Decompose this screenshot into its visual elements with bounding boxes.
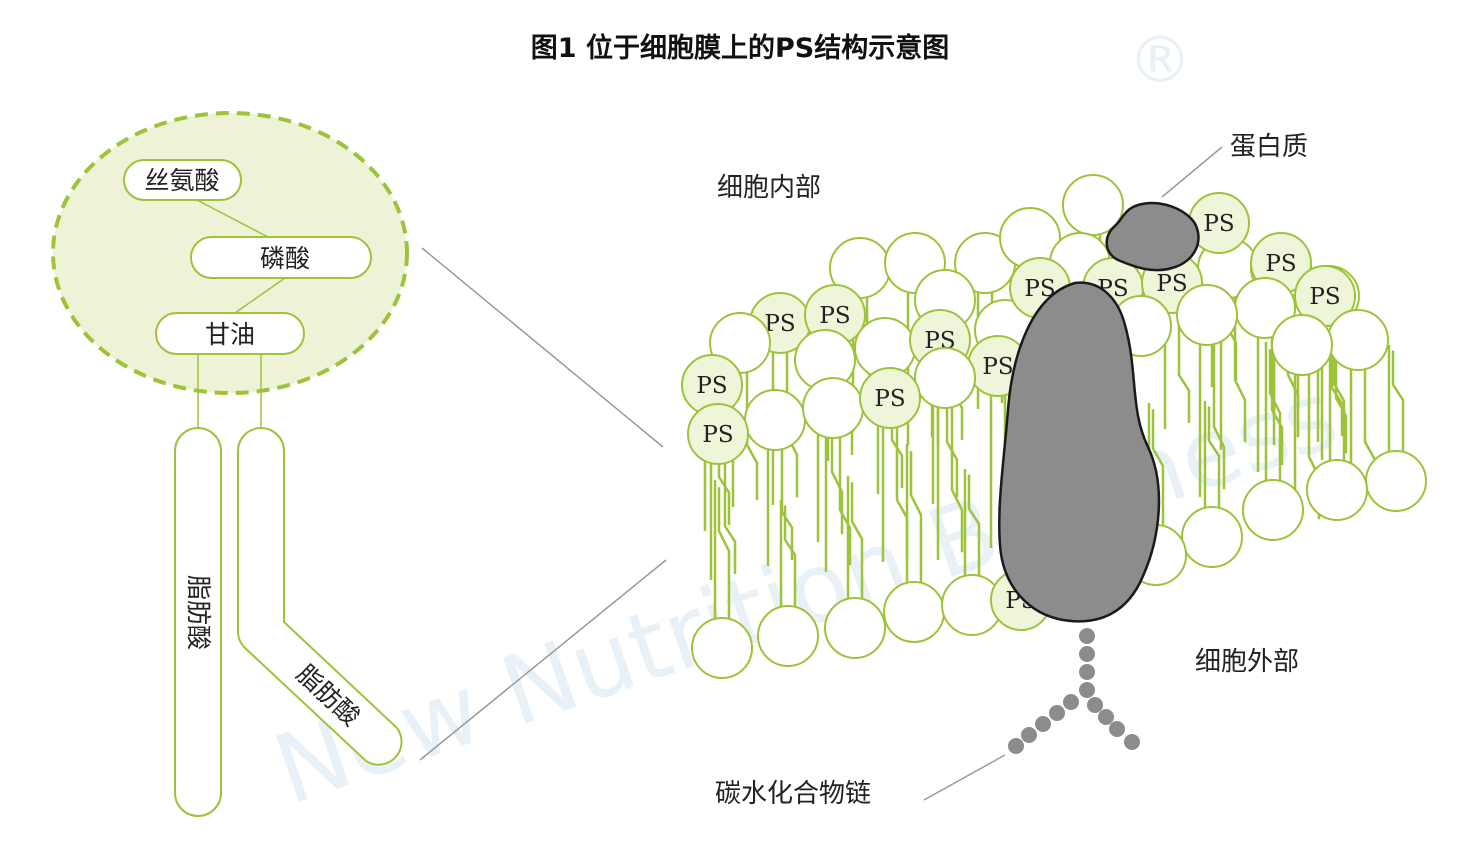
protein-label: 蛋白质: [1230, 132, 1308, 162]
ps-label: PS: [1265, 251, 1296, 277]
tail-kinked: [1207, 406, 1221, 511]
tail-kinked: [1391, 350, 1405, 455]
inner-lipid-head: [802, 377, 864, 439]
carbohydrate-chain-label: 碳水化合物链: [715, 779, 871, 809]
glycerol-label: 甘油: [205, 320, 255, 349]
ps-label: PS: [696, 373, 727, 399]
tail-kinked: [967, 474, 981, 579]
inner-lipid-head: [1327, 309, 1389, 371]
tail-kinked: [838, 434, 852, 566]
serine-label: 丝氨酸: [144, 166, 219, 195]
ps-label: PS: [702, 422, 733, 448]
ps-label: PS: [1309, 284, 1340, 310]
serine-phosphate-link: [194, 198, 269, 238]
tail-kinked: [950, 404, 964, 553]
inside-cell-label: 细胞内部: [717, 173, 821, 203]
protein-upper-lobe: [1105, 201, 1200, 272]
tail-kinked: [1177, 309, 1191, 423]
fatty-acid-1-label: 脂肪酸: [184, 575, 213, 650]
outer-lipid-head: [1242, 479, 1304, 541]
carbohydrate-bead: [1124, 734, 1140, 750]
carbohydrate-bead: [1079, 628, 1095, 644]
ps-label: PS: [1156, 271, 1187, 297]
inner-lipid-head: [914, 347, 976, 409]
tail-kinked: [909, 451, 923, 586]
ps-label: PS: [874, 386, 905, 412]
membrane-protein: [998, 201, 1200, 623]
serine-box: [123, 159, 242, 201]
fatty-acid-chain-1: [174, 427, 222, 817]
tail-kinked: [1233, 294, 1247, 443]
tail-kinked: [1151, 409, 1165, 529]
ps-molecule-schematic: 丝氨酸 磷酸 甘油 脂肪酸 脂肪酸: [51, 111, 409, 817]
ps-label: PS: [1203, 211, 1234, 237]
inner-lipid-head: [1271, 314, 1333, 376]
carbohydrate-bead: [1079, 646, 1095, 662]
tail-kinked: [783, 505, 797, 610]
carbohydrate-bead: [1035, 716, 1051, 732]
glycerol-box: [155, 312, 305, 355]
ps-label: PS: [764, 311, 795, 337]
tail-kinked: [850, 482, 864, 602]
outer-lipid-head: [824, 597, 886, 659]
carbohydrate-leader-line: [923, 754, 1006, 801]
outer-lipid-head: [1181, 506, 1243, 568]
inner-ps-head: [687, 403, 749, 465]
carbohydrate-bead: [1049, 705, 1065, 721]
phosphate-label: 磷酸: [260, 244, 310, 273]
carbohydrate-bead: [1098, 709, 1114, 725]
carbohydrate-bead: [1021, 727, 1037, 743]
ps-label: PS: [982, 354, 1013, 380]
zoom-line-lower: [419, 559, 667, 761]
tail-kinked: [1268, 349, 1282, 484]
tail-kinked: [717, 487, 731, 622]
outer-lipid-head: [1306, 459, 1368, 521]
tail-kinked: [1270, 334, 1284, 466]
outside-cell-label: 细胞外部: [1195, 647, 1299, 677]
tail-kinked: [1332, 344, 1346, 464]
phosphate-glycerol-link: [234, 277, 286, 314]
figure-title: 图1 位于细胞膜上的PS结构示意图: [531, 32, 949, 64]
carbohydrate-bead: [1087, 697, 1103, 713]
fatty-acid-chain-2: [237, 427, 403, 766]
carbohydrate-chain: [1008, 628, 1140, 754]
tail-kinked: [723, 460, 737, 574]
watermark: ® New Nutrition Business: [261, 24, 1351, 827]
carbohydrate-bead: [1008, 738, 1024, 754]
carbohydrate-bead: [1109, 721, 1125, 737]
inner-ps-head: [859, 367, 921, 429]
tail-kinked: [1212, 341, 1226, 490]
inner-lipid-head: [744, 389, 806, 451]
tail-kinked: [780, 446, 794, 560]
watermark-registered-mark: ®: [1128, 24, 1192, 98]
outer-lipid-head: [883, 581, 945, 643]
carbohydrate-bead: [1079, 664, 1095, 680]
outer-lipid-head: [757, 605, 819, 667]
zoom-line-upper: [421, 247, 664, 448]
carbohydrate-bead: [1063, 694, 1079, 710]
ps-label: PS: [819, 303, 850, 329]
outer-lipid-head: [691, 617, 753, 679]
inner-lipid-head: [1176, 284, 1238, 346]
protein-body: [998, 281, 1161, 623]
carbohydrate-bead: [1079, 682, 1095, 698]
outer-lipid-head: [1365, 450, 1427, 512]
phosphate-box: [190, 236, 372, 279]
protein-leader-line: [1161, 146, 1223, 198]
